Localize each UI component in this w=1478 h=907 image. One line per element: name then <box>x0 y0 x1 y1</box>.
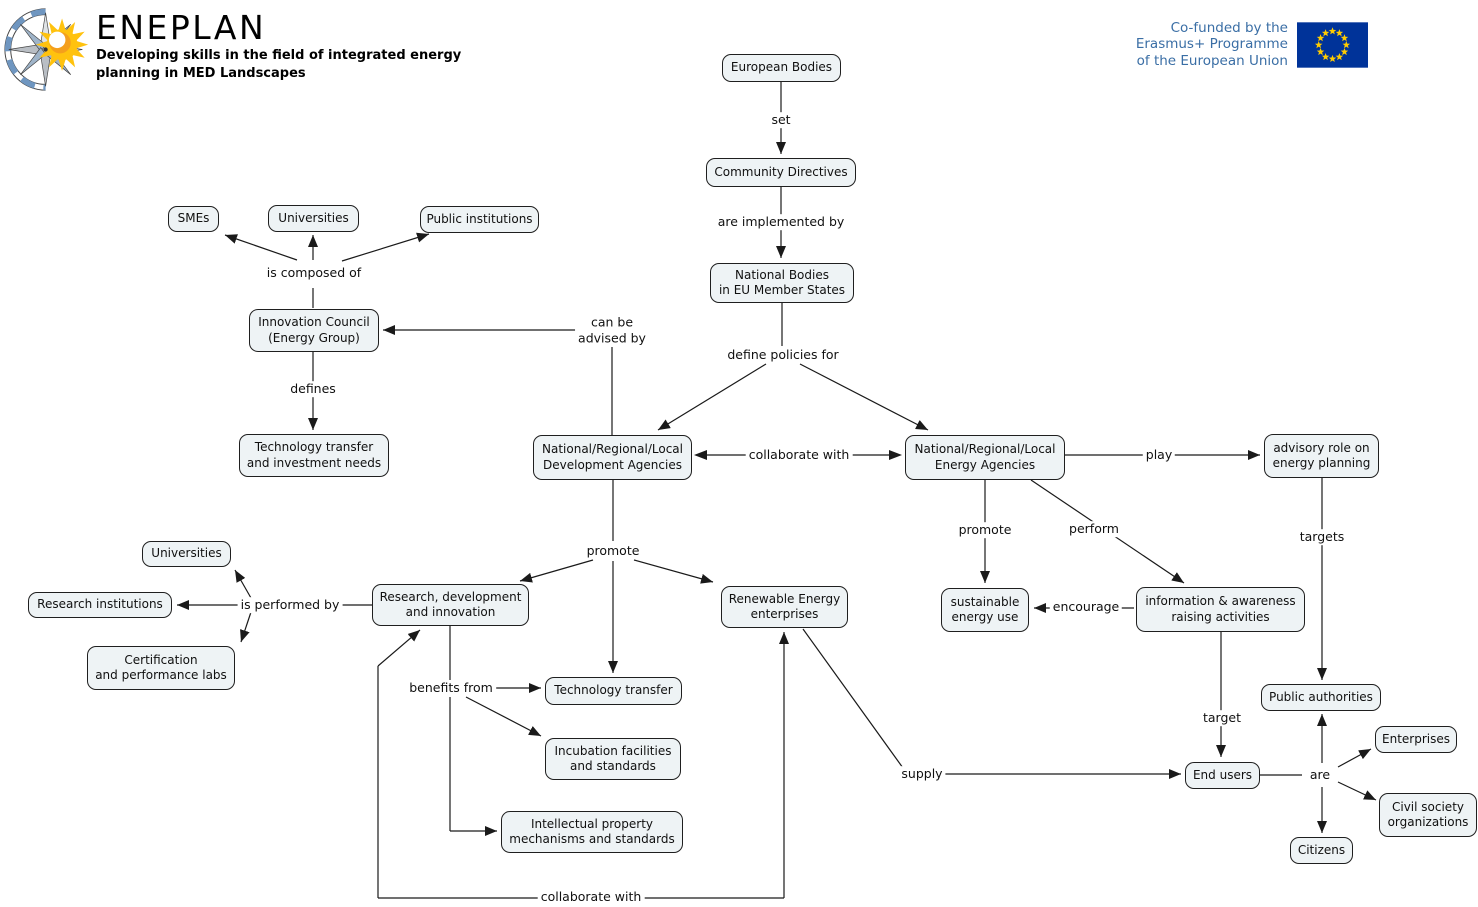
node-citizens: Citizens <box>1290 837 1353 864</box>
link-is-composed-of: is composed of <box>263 265 365 281</box>
node-research-institutions: Research institutions <box>28 592 172 618</box>
link-defines: defines <box>287 381 339 397</box>
node-sustainable-energy-use: sustainable energy use <box>941 588 1029 632</box>
link-collaborate-with-bottom: collaborate with <box>537 889 645 905</box>
node-national-bodies: National Bodies in EU Member States <box>710 263 854 303</box>
link-promote-development: promote <box>583 543 643 559</box>
node-research-development-innovation: Research, development and innovation <box>372 584 529 626</box>
link-benefits-from: benefits from <box>406 680 496 696</box>
link-can-be-advised-by: can be advised by <box>575 314 649 346</box>
link-promote-energy: promote <box>955 522 1015 538</box>
eneplan-logo-icon <box>4 8 89 91</box>
link-collaborate-with: collaborate with <box>745 447 853 463</box>
node-public-institutions: Public institutions <box>420 206 539 233</box>
eu-funding-text: Co-funded by the Erasmus+ Programme of t… <box>1135 20 1288 69</box>
node-energy-agencies: National/Regional/Local Energy Agencies <box>905 435 1065 480</box>
link-targets: targets <box>1296 529 1348 545</box>
logo-tagline: Developing skills in the field of integr… <box>96 48 462 81</box>
node-public-authorities: Public authorities <box>1261 684 1381 711</box>
node-technology-transfer-needs: Technology transfer and investment needs <box>239 434 389 477</box>
node-smes: SMEs <box>168 206 219 232</box>
node-community-directives: Community Directives <box>706 158 856 187</box>
node-development-agencies: National/Regional/Local Development Agen… <box>533 435 692 480</box>
node-incubation-facilities: Incubation facilities and standards <box>545 738 681 780</box>
sun-icon <box>35 18 89 71</box>
link-set: set <box>768 112 794 128</box>
node-certification-labs: Certification and performance labs <box>87 646 235 690</box>
link-define-policies-for: define policies for <box>724 347 842 363</box>
node-technology-transfer: Technology transfer <box>545 677 682 705</box>
link-is-performed-by: is performed by <box>237 597 343 613</box>
node-enterprises: Enterprises <box>1375 726 1457 753</box>
link-are: are <box>1306 767 1334 783</box>
logo-title: ENEPLAN <box>96 8 267 47</box>
node-universities: Universities <box>268 205 359 232</box>
link-perform: perform <box>1066 521 1122 537</box>
eu-flag-icon <box>1297 22 1368 68</box>
node-renewable-energy-enterprises: Renewable Energy enterprises <box>721 586 848 628</box>
link-encourage: encourage <box>1049 599 1123 615</box>
node-civil-society: Civil society organizations <box>1379 793 1477 837</box>
link-target: target <box>1199 710 1245 726</box>
node-information-awareness: information & awareness raising activiti… <box>1136 587 1305 632</box>
node-european-bodies: European Bodies <box>722 54 841 82</box>
link-supply: supply <box>898 766 946 782</box>
node-intellectual-property: Intellectual property mechanisms and sta… <box>501 811 683 853</box>
link-are-implemented-by: are implemented by <box>714 214 848 230</box>
node-universities-2: Universities <box>142 541 231 567</box>
node-advisory-role: advisory role on energy planning <box>1264 434 1379 478</box>
link-play: play <box>1142 447 1176 463</box>
node-end-users: End users <box>1185 762 1260 789</box>
node-innovation-council: Innovation Council (Energy Group) <box>249 309 379 352</box>
